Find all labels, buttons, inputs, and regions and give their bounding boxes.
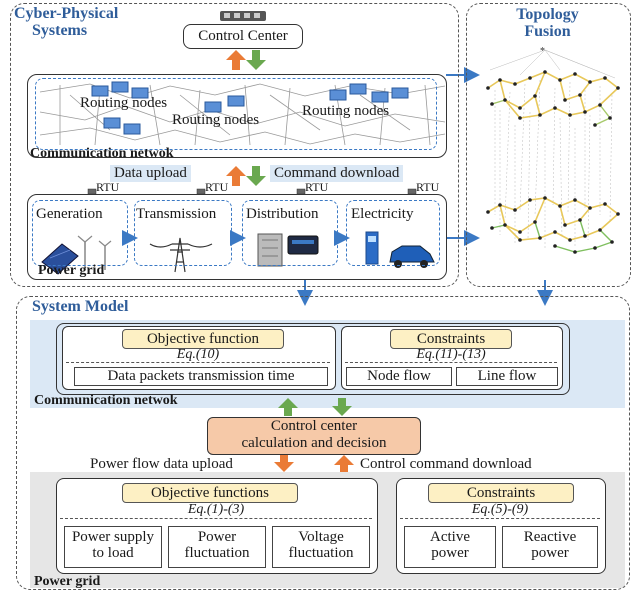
power-supply-line1: Power supply bbox=[71, 529, 155, 545]
active-power-line2: power bbox=[431, 545, 469, 561]
cps-title-line1: Cyber-Physical bbox=[14, 5, 119, 22]
cps-title: Cyber-Physical Systems bbox=[14, 5, 118, 39]
generation-pictogram bbox=[41, 235, 112, 275]
reactive-power-box: Reactive power bbox=[502, 526, 598, 568]
electricity-stage bbox=[346, 200, 440, 266]
control-decision-line1: Control center bbox=[270, 418, 358, 434]
topology-title-line2: Fusion bbox=[524, 23, 571, 40]
control-decision-line2: calculation and decision bbox=[241, 435, 387, 451]
grid-constraints-divider bbox=[400, 518, 600, 519]
active-power-box: Active power bbox=[404, 526, 496, 568]
grid-objective-label: Objective functions bbox=[122, 483, 298, 503]
reactive-power-line1: Reactive bbox=[523, 529, 577, 545]
rtu-label-3: RTU bbox=[305, 180, 329, 194]
power-supply-line2: to load bbox=[92, 545, 134, 561]
comm-objective-label: Objective function bbox=[122, 329, 284, 349]
generation-label: Generation bbox=[36, 206, 103, 222]
comm-model-label: Communication netwok bbox=[34, 393, 178, 408]
comm-model-box bbox=[56, 323, 570, 395]
reactive-power-line2: power bbox=[531, 545, 569, 561]
voltage-fluctuation-line2: fluctuation bbox=[288, 545, 354, 561]
router-icons bbox=[91, 81, 409, 135]
comm-constraints-eq: Eq.(11)-(13) bbox=[416, 347, 486, 362]
comm-network-box bbox=[27, 74, 447, 158]
power-flow-upload-label: Power flow data upload bbox=[90, 456, 233, 472]
distribution-pictogram bbox=[257, 233, 319, 267]
line-flow-box: Line flow bbox=[456, 367, 558, 386]
comm-constraints-label: Constraints bbox=[390, 329, 512, 349]
active-power-line1: Active bbox=[430, 529, 470, 545]
topology-title-line1: Topology bbox=[516, 6, 579, 23]
transmission-stage bbox=[134, 200, 232, 266]
routing-nodes-label-2: Routing nodes bbox=[172, 112, 260, 128]
topology-frame bbox=[466, 3, 631, 287]
upload-arrow-top bbox=[226, 50, 246, 70]
routing-nodes-label-3: Routing nodes bbox=[302, 103, 390, 119]
topology-graph: * bbox=[486, 46, 620, 254]
download-arrow-mid bbox=[246, 166, 266, 186]
server-icon bbox=[220, 11, 266, 21]
comm-network-inner bbox=[35, 78, 437, 150]
comm-network-label: Communication netwok bbox=[30, 146, 174, 161]
topology-title: Topology Fusion bbox=[466, 6, 629, 40]
grid-constraints-label: Constraints bbox=[428, 483, 574, 503]
transmission-tower-pictogram bbox=[149, 237, 213, 273]
grid-objective-eq: Eq.(1)-(3) bbox=[187, 502, 245, 517]
routing-nodes-label-1: Routing nodes bbox=[80, 95, 168, 111]
download-arrow-top bbox=[246, 50, 266, 70]
control-center-box: Control Center bbox=[183, 24, 303, 49]
system-model-title: System Model bbox=[32, 298, 129, 315]
data-upload-label: Data upload bbox=[110, 165, 191, 182]
grid-constraints-eq: Eq.(5)-(9) bbox=[471, 502, 529, 517]
rtu-label-2: RTU bbox=[205, 180, 229, 194]
power-supply-box: Power supply to load bbox=[64, 526, 162, 568]
distribution-stage bbox=[242, 200, 338, 266]
power-fluctuation-box: Power fluctuation bbox=[168, 526, 266, 568]
control-decision-box: Control center calculation and decision bbox=[207, 417, 421, 455]
rtu-label-4: RTU bbox=[416, 180, 440, 194]
generation-stage bbox=[32, 200, 128, 266]
control-command-download-label: Control command download bbox=[360, 456, 532, 472]
comm-objective-eq: Eq.(10) bbox=[176, 347, 220, 362]
comm-objective-divider bbox=[66, 362, 330, 363]
voltage-fluctuation-line1: Voltage bbox=[298, 529, 344, 545]
node-flow-box: Node flow bbox=[346, 367, 452, 386]
grid-objective-divider bbox=[60, 518, 372, 519]
transmission-label: Transmission bbox=[136, 206, 217, 222]
electricity-label: Electricity bbox=[351, 206, 414, 222]
comm-constraints-divider bbox=[345, 362, 557, 363]
distribution-label: Distribution bbox=[246, 206, 319, 222]
model-down-arrow bbox=[332, 398, 352, 416]
power-flow-upload-arrow bbox=[274, 455, 294, 472]
upload-arrow-mid bbox=[226, 166, 246, 186]
cps-frame bbox=[10, 3, 459, 287]
command-download-label: Command download bbox=[270, 165, 404, 182]
cps-title-line2: Systems bbox=[32, 22, 88, 39]
network-mesh bbox=[39, 83, 446, 146]
power-grid-box bbox=[27, 194, 447, 280]
svg-text:*: * bbox=[540, 46, 545, 57]
grid-model-label: Power grid bbox=[34, 574, 101, 589]
model-up-arrow bbox=[278, 398, 298, 416]
control-command-download-arrow bbox=[334, 455, 354, 472]
power-fluctuation-line1: Power bbox=[197, 529, 237, 545]
power-fluctuation-line2: fluctuation bbox=[184, 545, 250, 561]
rtu-label-1: RTU bbox=[96, 180, 120, 194]
voltage-fluctuation-box: Voltage fluctuation bbox=[272, 526, 370, 568]
comm-objective-item: Data packets transmission time bbox=[74, 367, 328, 386]
system-model-frame bbox=[16, 296, 630, 590]
power-grid-label: Power grid bbox=[38, 263, 105, 278]
